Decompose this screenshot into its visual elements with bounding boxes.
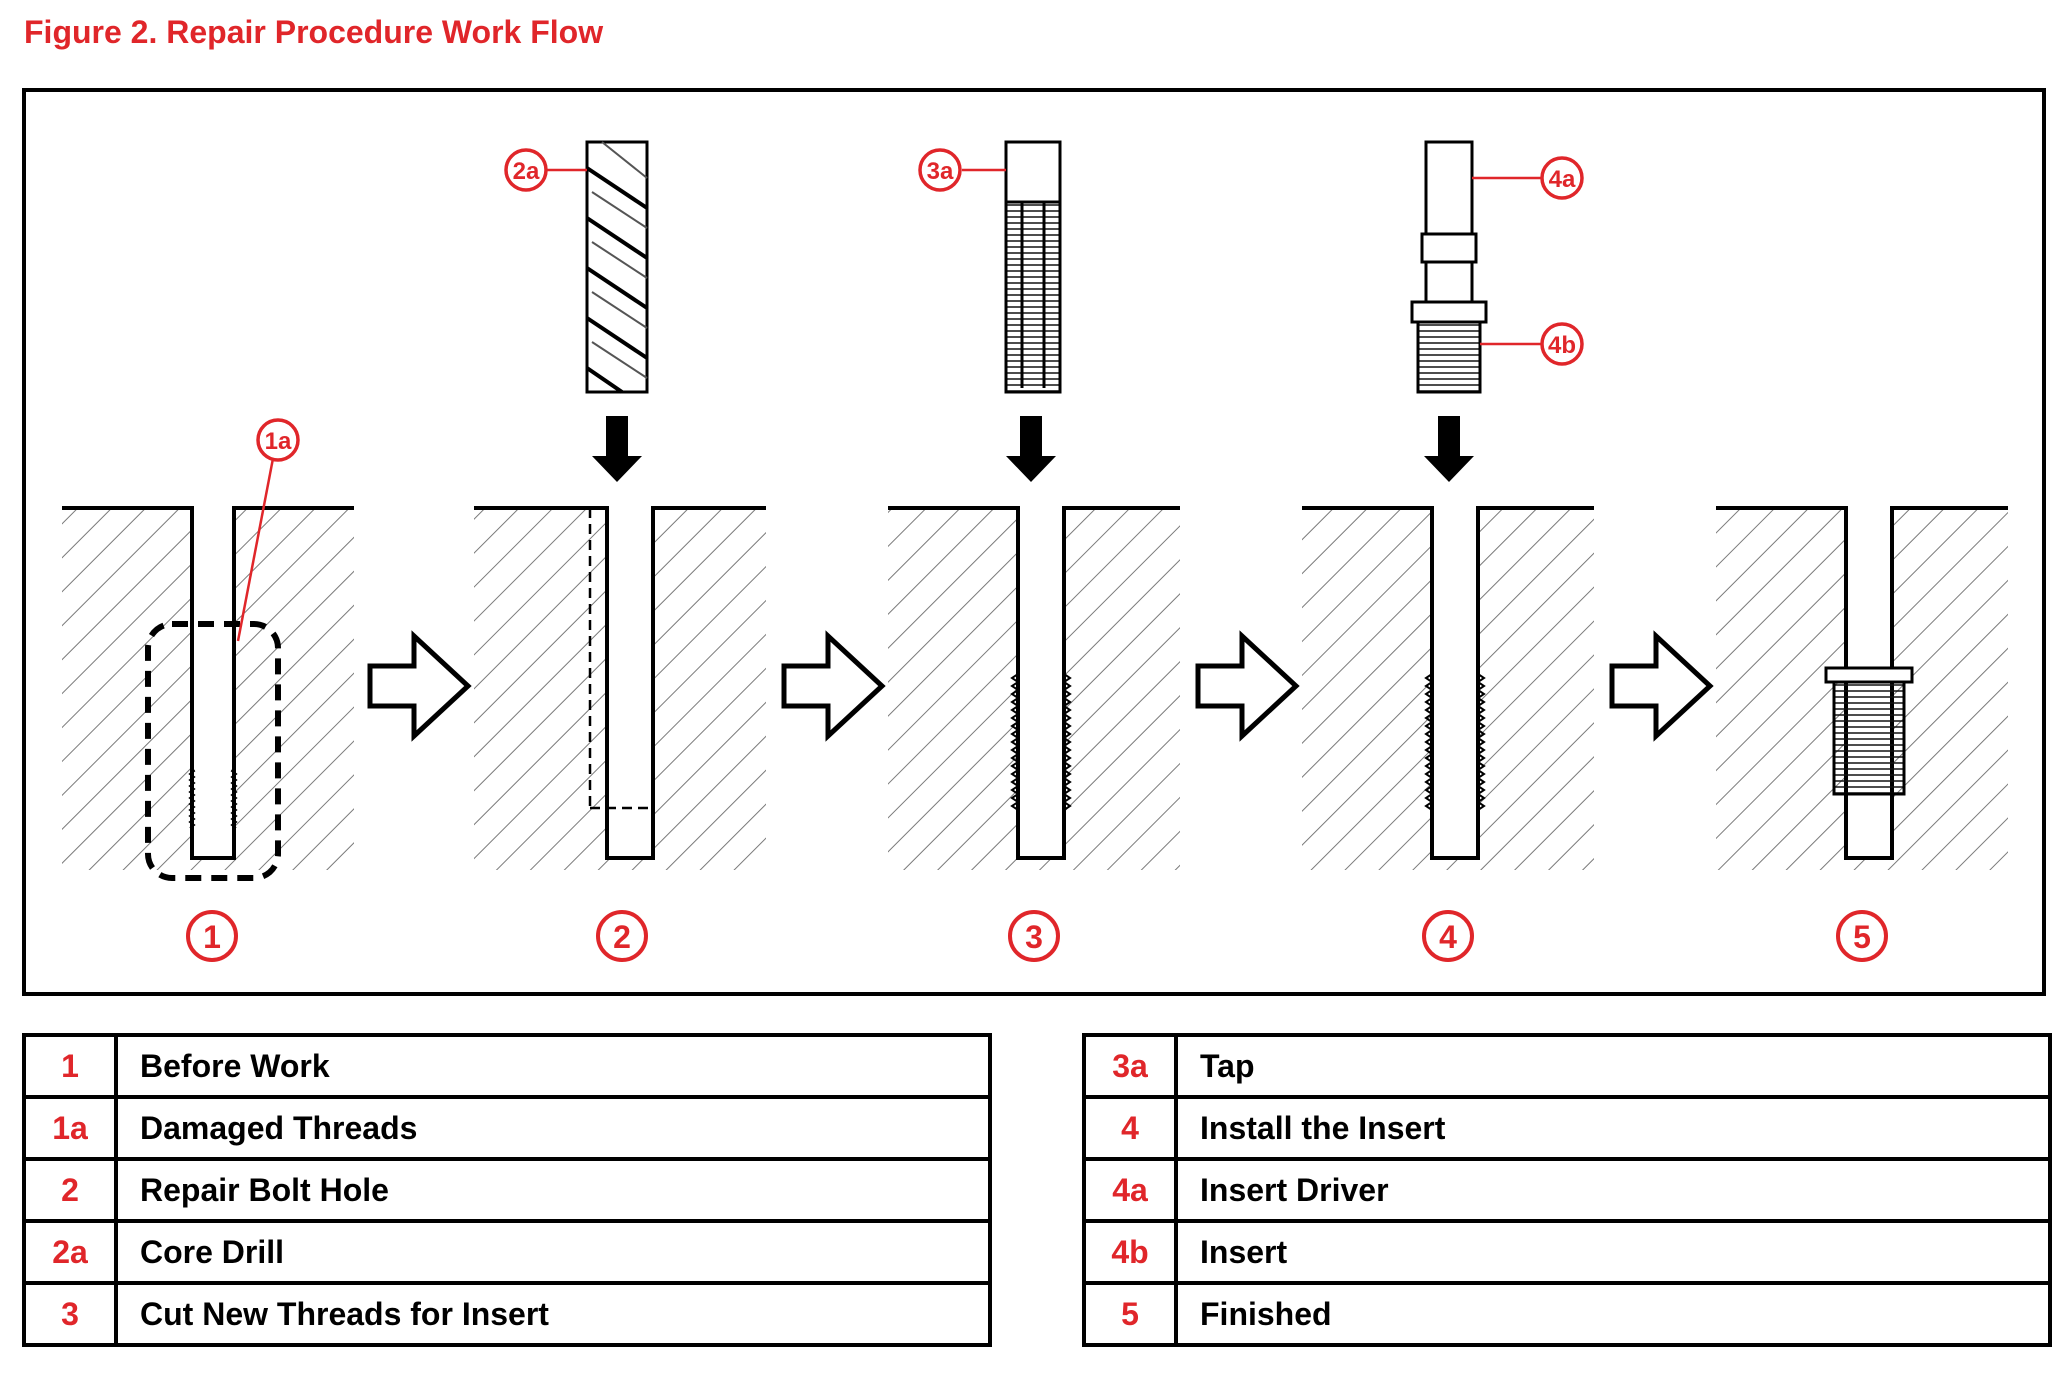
legend-label: Insert (1174, 1219, 2052, 1285)
svg-text:2: 2 (613, 919, 631, 955)
callout-4a: 4a (1540, 156, 1584, 200)
process-arrow-4 (1609, 630, 1714, 742)
legend-row: 4a Insert Driver (1082, 1157, 2052, 1223)
damaged-threads-outline (145, 621, 281, 881)
callout-1a: 1a (256, 418, 300, 462)
stage-3-block (888, 506, 1180, 870)
svg-text:5: 5 (1853, 919, 1871, 955)
legend-code: 2 (22, 1157, 118, 1223)
down-arrow-2 (592, 416, 642, 482)
callout-4b: 4b (1540, 322, 1584, 366)
legend-row: 5 Finished (1082, 1281, 2052, 1347)
step-5-marker: 5 (1836, 910, 1888, 962)
svg-text:4b: 4b (1548, 332, 1576, 359)
legend-code: 2a (22, 1219, 118, 1285)
legend-row: 4b Insert (1082, 1219, 2052, 1285)
svg-text:3a: 3a (927, 158, 954, 185)
stage-5-block (1716, 506, 2008, 870)
stage-2-block (474, 506, 766, 870)
legend-label: Damaged Threads (114, 1095, 992, 1161)
legend-label: Repair Bolt Hole (114, 1157, 992, 1223)
step-4-marker: 4 (1422, 910, 1474, 962)
stage-1-block (62, 447, 354, 881)
insert-driver (1420, 140, 1542, 304)
legend-code: 3 (22, 1281, 118, 1347)
legend-row: 1a Damaged Threads (22, 1095, 992, 1161)
legend-code: 3a (1082, 1033, 1178, 1099)
legend-row: 4 Install the Insert (1082, 1095, 2052, 1161)
legend-label: Insert Driver (1174, 1157, 2052, 1223)
legend-label: Before Work (114, 1033, 992, 1099)
legend-row: 2 Repair Bolt Hole (22, 1157, 992, 1223)
down-arrow-4 (1424, 416, 1474, 482)
legend-row: 3a Tap (1082, 1033, 2052, 1099)
step-1-marker: 1 (186, 910, 238, 962)
legend-code: 1 (22, 1033, 118, 1099)
legend-code: 5 (1082, 1281, 1178, 1347)
callout-1a-leader (236, 447, 277, 642)
legend-table-left: 1 Before Work 1a Damaged Threads 2 Repai… (22, 1033, 992, 1347)
process-arrow-2 (781, 630, 886, 742)
legend-row: 3 Cut New Threads for Insert (22, 1281, 992, 1347)
legend-label: Install the Insert (1174, 1095, 2052, 1161)
legend-label: Core Drill (114, 1219, 992, 1285)
step-2-marker: 2 (596, 910, 648, 962)
svg-text:4a: 4a (1549, 166, 1576, 193)
figure-title: Figure 2. Repair Procedure Work Flow (24, 14, 604, 50)
legend-label: Finished (1174, 1281, 2052, 1347)
down-arrow-3 (1006, 416, 1056, 482)
tap-tool (962, 140, 1062, 394)
step-3-marker: 3 (1008, 910, 1060, 962)
legend-label: Cut New Threads for Insert (114, 1281, 992, 1347)
callout-3a: 3a (918, 148, 962, 192)
legend-code: 4 (1082, 1095, 1178, 1161)
svg-text:3: 3 (1025, 919, 1043, 955)
legend-label: Tap (1174, 1033, 2052, 1099)
legend-row: 2a Core Drill (22, 1219, 992, 1285)
insert-coil (1410, 300, 1542, 394)
legend-code: 1a (22, 1095, 118, 1161)
legend-table-right: 3a Tap 4 Install the Insert 4a Insert Dr… (1082, 1033, 2052, 1347)
svg-text:2a: 2a (513, 158, 540, 185)
legend-code: 4b (1082, 1219, 1178, 1285)
legend-row: 1 Before Work (22, 1033, 992, 1099)
svg-text:4: 4 (1439, 919, 1457, 955)
legend-code: 4a (1082, 1157, 1178, 1223)
callout-2a: 2a (504, 148, 548, 192)
stage-4-block (1302, 506, 1594, 870)
workflow-diagram: 1a 2a 3a (22, 88, 2046, 996)
process-arrow-3 (1195, 630, 1300, 742)
process-arrow-1 (367, 630, 472, 742)
svg-text:1: 1 (203, 919, 221, 955)
core-drill (547, 140, 649, 394)
svg-text:1a: 1a (265, 428, 292, 455)
